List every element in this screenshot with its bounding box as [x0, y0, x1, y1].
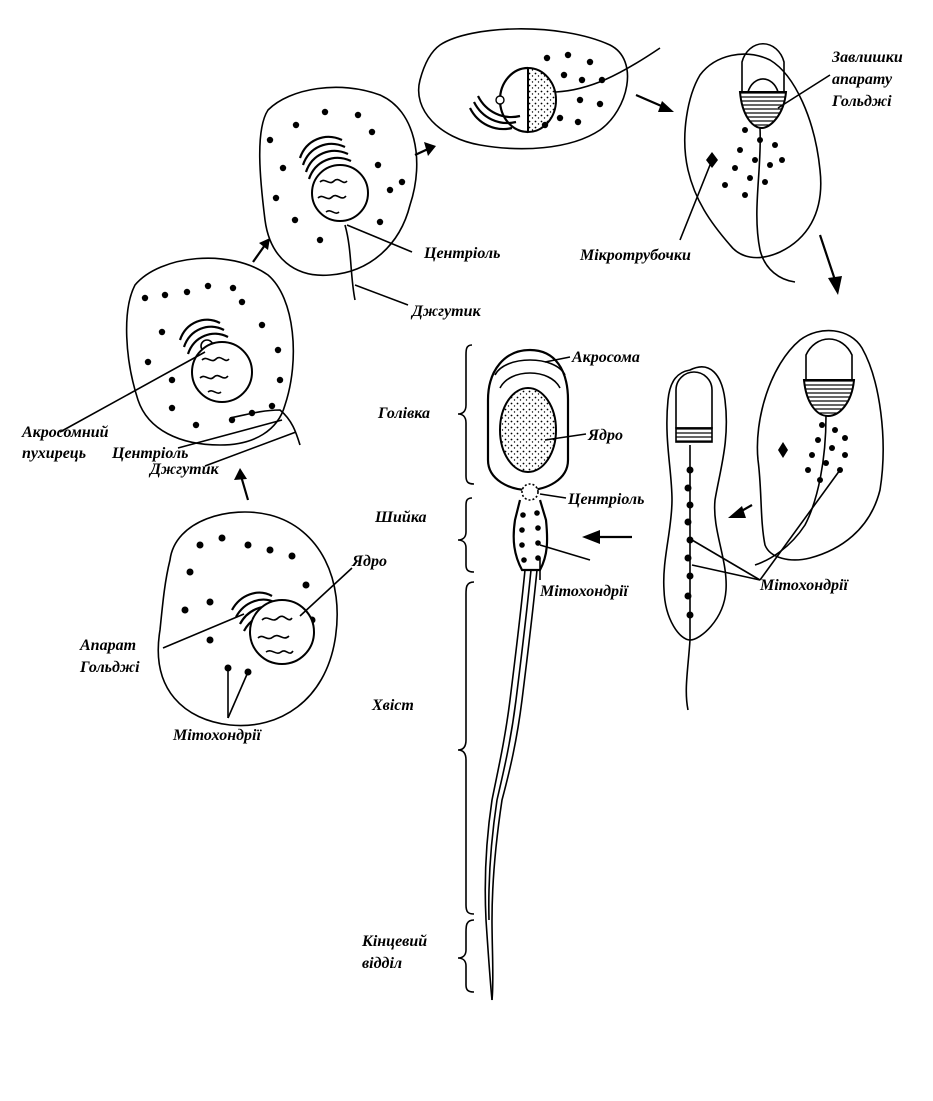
arrow-4	[635, 93, 674, 112]
arrow-3	[414, 142, 436, 156]
label-head: Голівка	[377, 405, 430, 422]
nucleus	[191, 341, 253, 403]
label-centriole: Центріоль	[423, 245, 500, 262]
stage-4-cell	[417, 28, 661, 150]
stage-1-cell: Апарат Гольджі Ядро Мітохондрії	[79, 511, 387, 744]
arrow-2	[252, 238, 270, 263]
label-golgi-2: Гольджі	[79, 659, 140, 676]
nucleus	[499, 387, 557, 473]
mitochondria-dots	[541, 51, 606, 129]
golgi-apparatus	[469, 95, 521, 131]
arrow-7	[582, 530, 632, 544]
label-nucleus: Ядро	[587, 427, 623, 444]
label-acrosomal-vesicle: Акросомний	[21, 424, 109, 441]
label-golgi-remnants-1: Завлишки	[831, 49, 903, 66]
label-mitochondria: Мітохондрії	[759, 577, 849, 594]
label-nucleus: Ядро	[351, 553, 387, 570]
arrow-5	[818, 234, 842, 295]
stage-6-cell	[754, 329, 884, 566]
label-mitochondria: Мітохондрії	[539, 583, 629, 600]
mature-sperm: Акросома Ядро Центріоль Мітохондрії	[484, 348, 644, 1001]
label-neck: Шийка	[374, 509, 427, 526]
label-golgi: Апарат	[79, 637, 136, 654]
label-acrosomal-vesicle-2: пухирець	[22, 445, 86, 462]
mitochondria-dots	[141, 282, 284, 429]
mitochondria-dots	[684, 466, 694, 619]
label-end-piece-1: Кінцевий	[361, 933, 427, 950]
nucleus	[249, 599, 315, 665]
nucleus	[311, 164, 369, 222]
label-mitochondria: Мітохондрії	[172, 727, 262, 744]
label-golgi-remnants-3: Гольджі	[831, 93, 892, 110]
label-golgi-remnants-2: апарату	[832, 71, 893, 88]
label-tail: Хвіст	[371, 697, 414, 714]
label-flagellum: Джгутик	[148, 461, 220, 478]
golgi-apparatus	[178, 318, 229, 355]
mitochondria-dots	[805, 422, 848, 483]
label-microtubules: Мікротрубочки	[579, 247, 691, 264]
mitochondria-dots	[722, 127, 785, 198]
label-end-piece-2: відділ	[362, 955, 402, 972]
mitochondria-dots	[266, 108, 406, 244]
stage-2-cell: Акросомний пухирець Центріоль Джгутик	[21, 257, 301, 478]
golgi-apparatus	[298, 135, 352, 180]
part-brackets: Голівка Шийка Хвіст Кінцевий відділ	[361, 344, 475, 993]
label-centriole: Центріоль	[111, 445, 188, 462]
stage-7-cell: Мітохондрії	[662, 366, 849, 711]
stage-3-cell: Центріоль Джгутик	[258, 86, 500, 320]
mitochondria-dots	[519, 510, 541, 563]
arrow-6	[728, 504, 753, 518]
label-flagellum: Джгутик	[410, 303, 482, 320]
arrow-1	[234, 468, 250, 501]
stage-5-cell: Завлишки апарату Гольджі Мікротрубочки	[579, 42, 903, 283]
label-acrosome: Акросома	[571, 349, 640, 366]
label-centriole: Центріоль	[567, 491, 644, 508]
